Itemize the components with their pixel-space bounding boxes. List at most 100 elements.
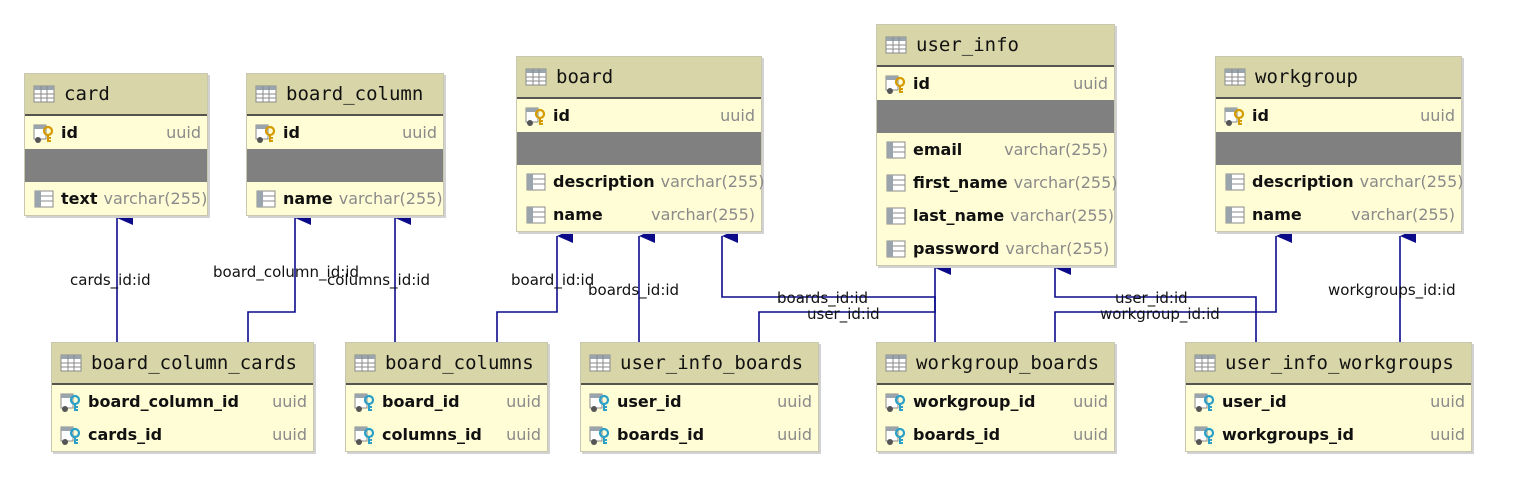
column-name: last_name	[913, 206, 1005, 225]
relation-label: user_id:id	[807, 305, 880, 323]
foreign-key-icon	[60, 393, 81, 412]
table-icon	[60, 354, 82, 372]
column-type: uuid	[1073, 74, 1108, 93]
column-icon	[34, 190, 54, 207]
table-workgroup[interactable]: workgroup id uuid description varchar(25…	[1215, 56, 1464, 232]
primary-key-icon	[255, 124, 276, 143]
column-separator	[517, 132, 761, 165]
table-row[interactable]: cards_id uuid	[52, 418, 313, 451]
table-row[interactable]: id uuid	[877, 67, 1114, 100]
relation-label: boards_id:id	[588, 281, 680, 299]
column-name: id	[61, 123, 78, 142]
table-row[interactable]: id uuid	[25, 116, 207, 149]
column-separator	[1216, 132, 1461, 165]
table-row[interactable]: board_id uuid	[346, 385, 547, 418]
table-row[interactable]: workgroups_id uuid	[1186, 418, 1471, 451]
table-row[interactable]: boards_id uuid	[877, 418, 1114, 451]
foreign-key-icon	[1194, 393, 1215, 412]
table-icon	[255, 85, 277, 103]
column-type: varchar(255)	[1351, 205, 1455, 224]
column-type: varchar(255)	[660, 172, 765, 191]
column-type: varchar(255)	[1004, 140, 1108, 159]
relation-label: cards_id:id	[70, 271, 151, 289]
column-icon	[526, 206, 546, 223]
table-row[interactable]: text varchar(255)	[25, 182, 207, 215]
table-title: user_info_workgroups	[1225, 352, 1454, 374]
table-row[interactable]: id uuid	[517, 99, 761, 132]
column-name: id	[553, 106, 570, 125]
foreign-key-icon	[354, 393, 375, 412]
table-row[interactable]: name varchar(255)	[1216, 198, 1461, 231]
table-row[interactable]: name varchar(255)	[247, 182, 443, 215]
table-header: board_column	[247, 74, 443, 116]
column-type: uuid	[506, 392, 541, 411]
table-header: workgroup_boards	[877, 343, 1114, 385]
relation-label: user_id:id	[1115, 289, 1188, 307]
foreign-key-icon	[885, 393, 906, 412]
table-row[interactable]: email varchar(255)	[877, 133, 1114, 166]
column-type: varchar(255)	[651, 205, 755, 224]
table-title: board_column	[286, 83, 424, 105]
table-icon	[885, 36, 907, 54]
table-icon	[589, 354, 611, 372]
column-type: uuid	[777, 425, 812, 444]
table-icon	[1194, 354, 1216, 372]
column-name: boards_id	[617, 425, 705, 444]
table-header: workgroup	[1216, 57, 1461, 99]
table-row[interactable]: user_id uuid	[1186, 385, 1471, 418]
column-type: varchar(255)	[1010, 206, 1115, 225]
table-row[interactable]: password varchar(255)	[877, 232, 1114, 265]
table-row[interactable]: description varchar(255)	[1216, 165, 1464, 198]
table-row[interactable]: id uuid	[247, 116, 443, 149]
foreign-key-icon	[589, 393, 610, 412]
table-board[interactable]: board id uuid description varchar(255) n…	[516, 56, 765, 232]
table-row[interactable]: columns_id uuid	[346, 418, 547, 451]
table-row[interactable]: description varchar(255)	[517, 165, 765, 198]
table-board-column-cards[interactable]: board_column_cards board_column_id uuid …	[51, 342, 314, 452]
column-name: board_id	[382, 392, 460, 411]
foreign-key-icon	[354, 426, 375, 445]
column-type: uuid	[777, 392, 812, 411]
column-name: description	[553, 172, 655, 191]
table-title: board_column_cards	[91, 352, 297, 374]
column-type: varchar(255)	[338, 189, 443, 208]
table-user-info[interactable]: user_info id uuid email varchar(255) fir…	[876, 24, 1117, 266]
table-header: user_info_boards	[581, 343, 818, 385]
column-separator	[877, 100, 1114, 133]
table-title: card	[64, 83, 110, 105]
table-board-column[interactable]: board_column id uuid name varchar(255)	[246, 73, 444, 216]
table-row[interactable]: last_name varchar(255)	[877, 199, 1114, 232]
table-header: user_info_workgroups	[1186, 343, 1471, 385]
table-icon	[525, 68, 547, 86]
table-row[interactable]: user_id uuid	[581, 385, 818, 418]
table-row[interactable]: boards_id uuid	[581, 418, 818, 451]
table-card[interactable]: card id uuid text varchar(255)	[24, 73, 208, 216]
relation-label: board_column_id:id	[213, 263, 359, 281]
primary-key-icon	[1224, 107, 1245, 126]
table-board-columns[interactable]: board_columns board_id uuid columns_id u…	[345, 342, 548, 452]
column-icon	[1225, 206, 1245, 223]
foreign-key-icon	[589, 426, 610, 445]
column-separator	[247, 149, 443, 182]
column-name: name	[553, 205, 603, 224]
column-type: uuid	[1073, 392, 1108, 411]
table-user-info-boards[interactable]: user_info_boards user_id uuid boards_id …	[580, 342, 819, 452]
table-row[interactable]: board_column_id uuid	[52, 385, 313, 418]
column-icon	[886, 141, 906, 158]
foreign-key-icon	[60, 426, 81, 445]
column-name: description	[1252, 172, 1354, 191]
table-row[interactable]: workgroup_id uuid	[877, 385, 1114, 418]
table-workgroup-boards[interactable]: workgroup_boards workgroup_id uuid board…	[876, 342, 1115, 452]
table-row[interactable]: id uuid	[1216, 99, 1461, 132]
table-title: workgroup_boards	[916, 352, 1100, 374]
primary-key-icon	[885, 75, 906, 94]
table-row[interactable]: first_name varchar(255)	[877, 166, 1117, 199]
relation-label: workgroup_id:id	[1100, 305, 1220, 323]
column-icon	[886, 174, 906, 191]
table-user-info-workgroups[interactable]: user_info_workgroups user_id uuid workgr…	[1185, 342, 1472, 452]
table-row[interactable]: name varchar(255)	[517, 198, 761, 231]
column-type: varchar(255)	[103, 189, 208, 208]
table-header: board_columns	[346, 343, 547, 385]
column-name: board_column_id	[88, 392, 239, 411]
column-icon	[1225, 173, 1245, 190]
